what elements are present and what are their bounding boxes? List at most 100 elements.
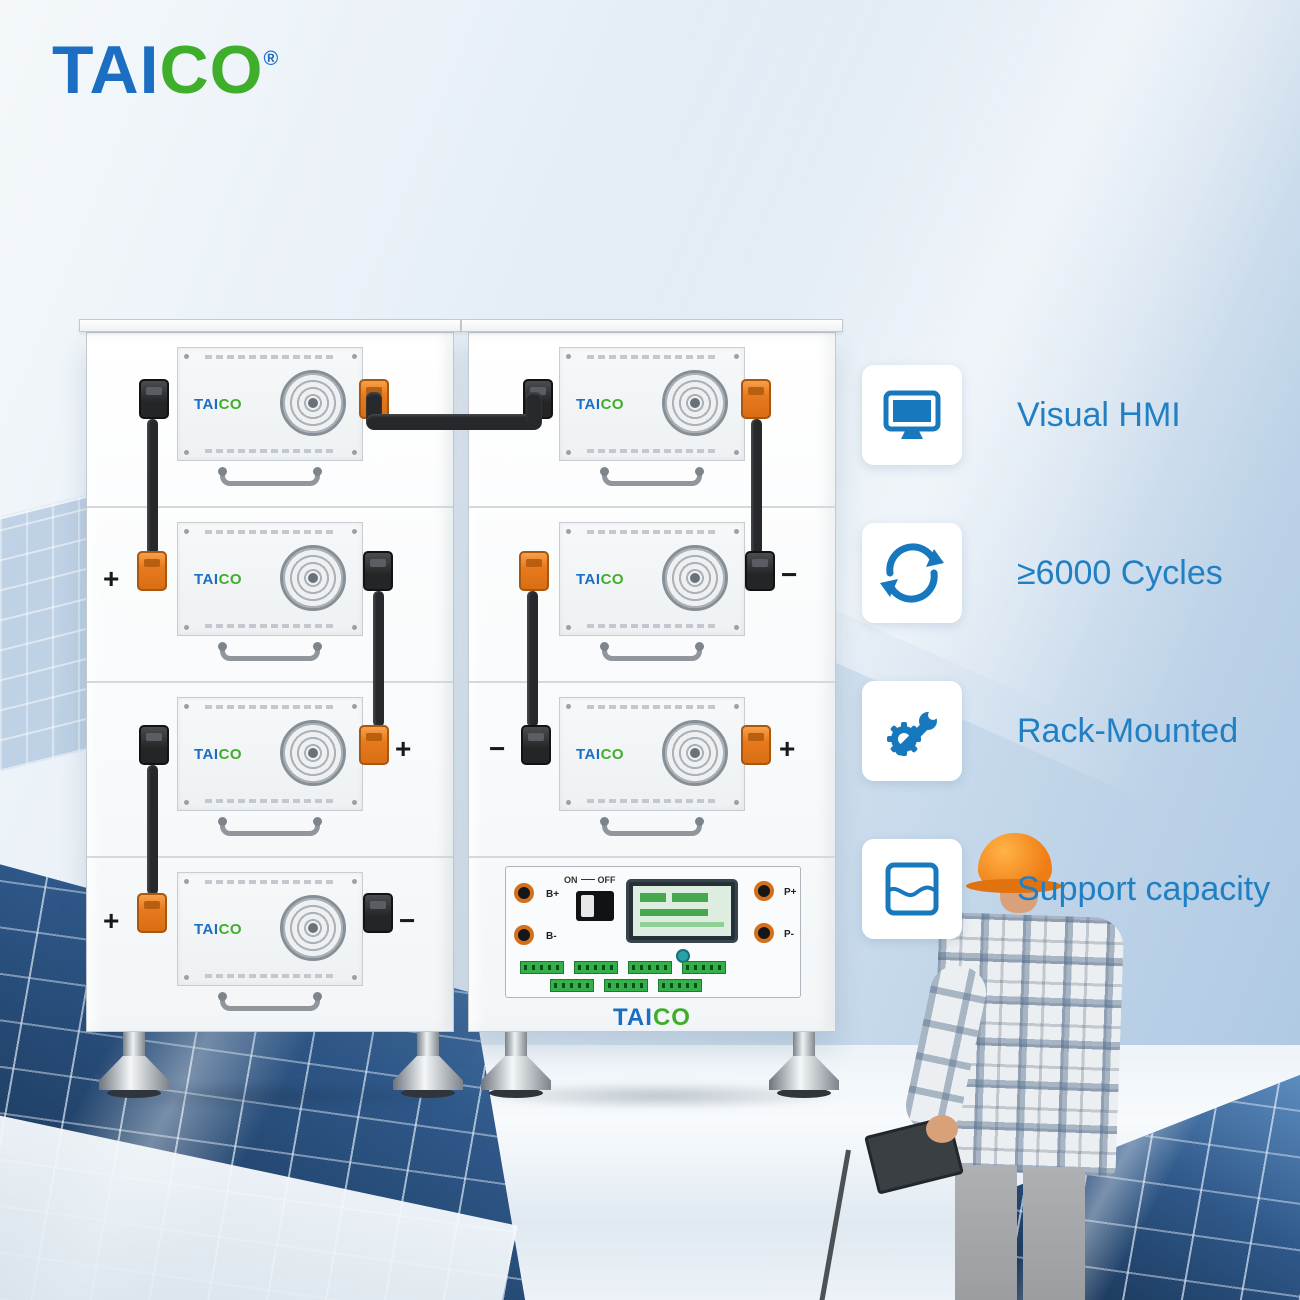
- solar-panel-distant: [0, 493, 92, 772]
- module-brand-label: TAICO: [194, 746, 243, 763]
- bridge-cable: [526, 392, 542, 426]
- terminal-block: [682, 961, 726, 974]
- fan-grille-icon: [280, 720, 346, 786]
- module-brand-label: TAICO: [576, 396, 625, 413]
- battery-module: TAICO: [469, 681, 835, 856]
- terminal-row: [550, 979, 702, 992]
- fan-grille-icon: [280, 370, 346, 436]
- registered-mark: ®: [263, 48, 280, 70]
- connector-black: [139, 725, 169, 765]
- terminal-row: [520, 961, 726, 974]
- terminal-block: [520, 961, 564, 974]
- vent-slots: [587, 624, 717, 628]
- battery-module: TAICO: [87, 681, 453, 856]
- terminal-block: [550, 979, 594, 992]
- feature-label: Rack-Mounted: [1017, 711, 1239, 750]
- vent-slots: [587, 355, 717, 359]
- fan-grille-icon: [280, 895, 346, 961]
- vent-slots: [587, 705, 717, 709]
- battery-cabinet-right: TAICO TAICO TAICO: [461, 319, 843, 1032]
- connector-orange: [519, 551, 549, 591]
- port-p-plus: [754, 881, 774, 901]
- hmi-screen: [633, 886, 731, 936]
- module-stack: TAICO TAICO TAICO: [87, 333, 453, 1031]
- battery-module: TAICO: [87, 856, 453, 1031]
- vent-slots: [205, 449, 335, 453]
- power-switch[interactable]: [576, 891, 614, 921]
- cabinet-foot: [96, 1032, 172, 1098]
- vent-slots: [205, 705, 335, 709]
- module-brand-label: TAICO: [576, 746, 625, 763]
- module-stack: TAICO TAICO TAICO: [469, 333, 835, 1031]
- feature-item: Visual HMI: [862, 365, 1270, 465]
- module-panel: TAICO: [177, 522, 363, 636]
- cabinet-brand-label: TAICO: [613, 1004, 691, 1031]
- port-p-minus: [754, 923, 774, 943]
- vent-slots: [587, 530, 717, 534]
- module-panel: TAICO: [177, 872, 363, 986]
- module-brand-label: TAICO: [194, 396, 243, 413]
- module-panel: TAICO: [559, 522, 745, 636]
- vent-slots: [205, 799, 335, 803]
- connector-orange: [137, 893, 167, 933]
- switch-arrow-icon: [580, 878, 595, 880]
- switch-rocker: [581, 895, 594, 917]
- connector-orange: [137, 551, 167, 591]
- module-handle: [218, 992, 322, 1011]
- gear-wrench-icon: [862, 681, 962, 781]
- connector-black: [363, 551, 393, 591]
- feature-item: ≥6000 Cycles: [862, 523, 1270, 623]
- vent-slots: [205, 974, 335, 978]
- port-label: B-: [546, 931, 557, 942]
- polarity-label: +: [395, 733, 412, 764]
- worker-leg: [955, 1165, 1017, 1300]
- fan-grille-icon: [662, 370, 728, 436]
- fan-grille-icon: [280, 545, 346, 611]
- terminal-block: [604, 979, 648, 992]
- module-panel: TAICO: [177, 347, 363, 461]
- battery-module: TAICO: [469, 506, 835, 681]
- hmi-display[interactable]: [626, 879, 738, 943]
- fan-grille-icon: [662, 545, 728, 611]
- module-handle: [218, 817, 322, 836]
- monitor-icon: [862, 365, 962, 465]
- connector-orange: [359, 725, 389, 765]
- cabinet-top-cap: [79, 319, 461, 332]
- polarity-label: −: [489, 733, 506, 764]
- vent-slots: [205, 355, 335, 359]
- battery-cabinet-left: TAICO TAICO TAICO: [79, 319, 461, 1032]
- module-handle: [600, 467, 704, 486]
- fan-grille-icon: [662, 720, 728, 786]
- vent-slots: [205, 530, 335, 534]
- module-panel: TAICO: [559, 697, 745, 811]
- feature-label: Visual HMI: [1017, 395, 1181, 434]
- module-handle: [218, 642, 322, 661]
- port-b-minus: [514, 925, 534, 945]
- worker-hand: [926, 1115, 958, 1143]
- polarity-label: −: [781, 559, 798, 590]
- cycles-icon: [862, 523, 962, 623]
- power-cable: [527, 591, 538, 727]
- capacity-icon: [862, 839, 962, 939]
- feature-label: ≥6000 Cycles: [1017, 553, 1223, 592]
- cabinet-foot: [390, 1032, 466, 1098]
- module-handle: [600, 642, 704, 661]
- battery-module: TAICO: [87, 506, 453, 681]
- power-cable: [147, 765, 158, 895]
- connector-orange: [741, 725, 771, 765]
- port-label: B+: [546, 889, 560, 900]
- polarity-label: +: [103, 905, 120, 936]
- polarity-label: +: [103, 563, 120, 594]
- power-cable: [373, 591, 384, 727]
- vent-slots: [205, 624, 335, 628]
- port-label: P-: [784, 929, 794, 940]
- feature-label: Support capacity: [1017, 869, 1271, 908]
- module-brand-label: TAICO: [576, 571, 625, 588]
- connector-black: [363, 893, 393, 933]
- vent-slots: [587, 449, 717, 453]
- worker-leg: [1023, 1167, 1085, 1300]
